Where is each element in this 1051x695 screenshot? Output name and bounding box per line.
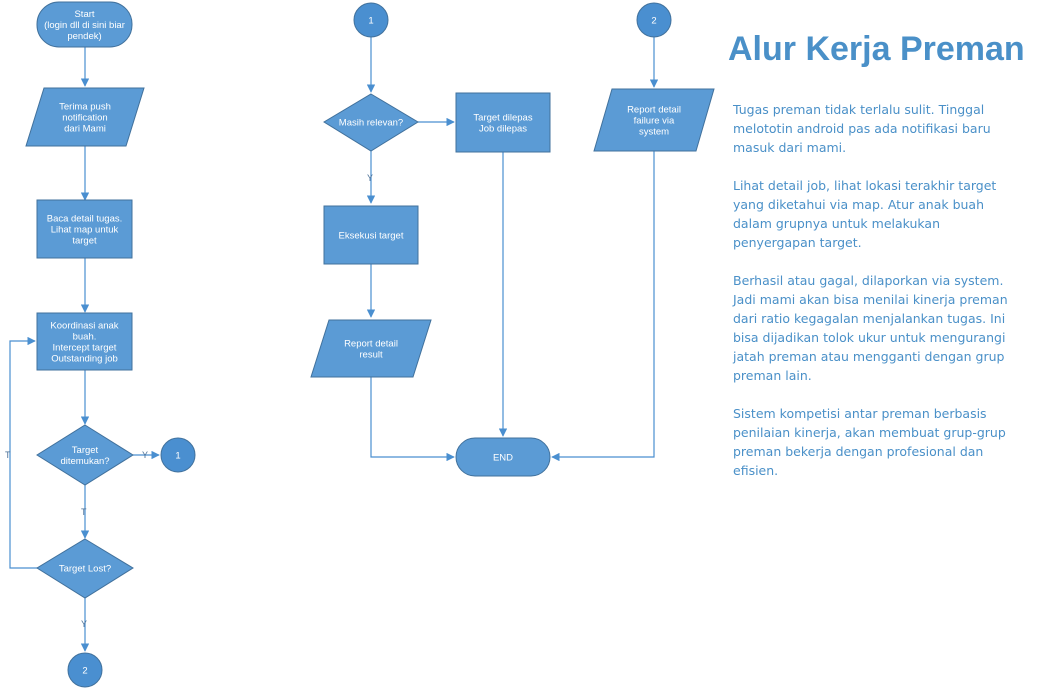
target-lost-decision: Target Lost? [36, 538, 134, 599]
execute-target-process: Eksekusi target [323, 205, 419, 265]
node-label: Target Lost? [59, 564, 111, 575]
node-label-line: system [639, 127, 669, 138]
edge-failure-end [551, 151, 655, 462]
still-relevant-decision: Masih relevan? [323, 93, 419, 152]
label-ditemukan-no: T [81, 507, 87, 517]
node-label-line: failure via [634, 116, 675, 127]
edge-report-end [370, 377, 455, 462]
connector-1-left: 1 [160, 437, 196, 473]
node-label-line: buah. [73, 332, 97, 343]
node-label-line: pendek) [67, 31, 101, 42]
node-label-line: ditemukan? [60, 456, 109, 467]
connector-2-bottom: 2 [67, 652, 103, 688]
node-label: 1 [368, 16, 373, 27]
label-relevan-yes: Y [367, 173, 373, 183]
node-label: Masih relevan? [339, 118, 403, 129]
page-title: Alur Kerja Preman [728, 30, 1025, 68]
node-label-line: Terima push [59, 102, 111, 113]
node-label-line: Baca detail tugas. [47, 214, 123, 225]
description-paragraph: Lihat detail job, lihat lokasi terakhir … [733, 178, 997, 250]
node-label-line: Outstanding job [51, 354, 118, 365]
node-label-line: Job dilepas [479, 124, 527, 135]
node-label: 2 [82, 666, 87, 677]
end-terminator: END [455, 437, 551, 477]
node-label-line: dari Mami [64, 124, 106, 135]
node-label-line: Start [74, 9, 94, 20]
node-label-line: 2 [651, 16, 656, 27]
node-label-line: Report detail [627, 105, 681, 116]
description: Tugas preman tidak terlalu sulit. Tingga… [733, 100, 1023, 499]
connector-2-top: 2 [636, 2, 672, 38]
label-lost-no: T [5, 450, 11, 460]
description-paragraph: Berhasil atau gagal, dilaporkan via syst… [733, 273, 1008, 383]
node-label-line: Intercept target [53, 343, 117, 354]
label-ditemukan-yes: Y [142, 450, 148, 460]
node-label-line: (login dll di sini biar [44, 20, 125, 31]
description-paragraph: Sistem kompetisi antar preman berbasis p… [733, 406, 1006, 478]
node-label-line: Target Lost? [59, 564, 111, 575]
node-label-line: result [359, 350, 383, 361]
node-label-line: 1 [175, 451, 180, 462]
node-label: Eksekusi target [339, 231, 404, 242]
node-label: 1 [175, 451, 180, 462]
connector-1-top: 1 [353, 2, 389, 38]
node-label-line: END [493, 453, 513, 464]
edge-lost-loop-koordinasi [9, 336, 38, 569]
node-label-line: 2 [82, 666, 87, 677]
node-label-line: Koordinasi anak [50, 321, 118, 332]
node-label: END [493, 453, 513, 464]
node-label-line: Target dilepas [473, 113, 532, 124]
node-label-line: Eksekusi target [339, 231, 404, 242]
node-label-line: 1 [368, 16, 373, 27]
node-label: 2 [651, 16, 656, 27]
description-paragraph: Tugas preman tidak terlalu sulit. Tingga… [733, 102, 991, 155]
label-lost-yes: Y [81, 619, 87, 629]
node-label-line: Masih relevan? [339, 118, 403, 129]
node-label-line: Target [72, 445, 99, 456]
node-label-line: notification [62, 113, 107, 124]
node-label-line: target [72, 236, 97, 247]
node-label-line: Report detail [344, 339, 398, 350]
node-label-line: Lihat map untuk [51, 225, 119, 236]
